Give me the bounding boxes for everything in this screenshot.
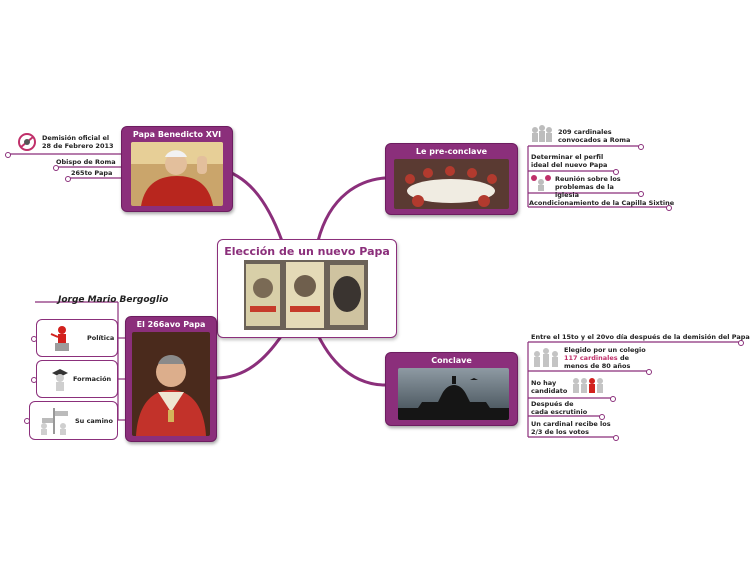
no-sign-icon [18, 133, 36, 151]
note-anchor[interactable] [613, 169, 619, 175]
note-anchor[interactable] [610, 396, 616, 402]
note-anchor[interactable] [638, 144, 644, 150]
camino-label: Su camino [75, 417, 113, 425]
note-demision: Demisión oficial el 28 de Febrero 2013 [42, 134, 114, 150]
topic-conclave[interactable]: Conclave [385, 352, 518, 426]
box-anchor[interactable] [31, 377, 37, 383]
central-title: Elección de un nuevo Papa [224, 245, 390, 258]
branch-preconclave [316, 176, 387, 243]
note-anchor[interactable] [65, 176, 71, 182]
college-icon [534, 348, 558, 367]
note-reunion: Reunión sobre los problemas de la iglesi… [555, 175, 621, 199]
branch-papa266 [214, 333, 284, 380]
papa266-name: Jorge Mario Bergoglio [58, 295, 169, 305]
meeting-icon [531, 175, 551, 191]
note-anchor[interactable] [599, 414, 605, 420]
box-politica[interactable]: Política [36, 319, 118, 357]
graduate-icon [52, 369, 68, 391]
note-elegido-pre: Elegido por un colegio [564, 346, 646, 354]
box-anchor[interactable] [31, 336, 37, 342]
posters-photo [244, 260, 368, 330]
note-anchor[interactable] [638, 191, 644, 197]
topic-papa266[interactable]: El 266avo Papa [125, 316, 217, 442]
topic-benedicto[interactable]: Papa Benedicto XVI [121, 126, 233, 212]
note-nohay: No hay candidato [531, 379, 568, 395]
benedicto-title: Papa Benedicto XVI [132, 130, 222, 139]
note-elegido-post: de [619, 354, 630, 362]
central-topic[interactable]: Elección de un nuevo Papa [217, 239, 397, 338]
note-perfil: Determinar el perfil ideal del nuevo Pap… [531, 153, 608, 169]
note-anchor[interactable] [666, 205, 672, 211]
note-elegido: Elegido por un colegio 117 cardinales de… [564, 346, 646, 370]
note-papa265: 265to Papa [71, 169, 113, 177]
papa266-title: El 266avo Papa [136, 320, 206, 329]
note-anchor[interactable] [5, 152, 11, 158]
box-camino[interactable]: Su camino [29, 401, 118, 440]
branch-conclave [316, 333, 387, 387]
cardinals-group-icon [532, 125, 552, 142]
note-entre: Entre el 15to y el 20vo día después de l… [531, 333, 750, 341]
note-elegido-line2: menos de 80 años [564, 362, 631, 370]
note-anchor[interactable] [738, 340, 744, 346]
note-anchor[interactable] [613, 435, 619, 441]
benedicto-photo [131, 142, 223, 206]
signpost-people-icon [41, 408, 68, 435]
preconclave-photo [394, 159, 509, 209]
note-uncardinal: Un cardinal recibe los 2/3 de los votos [531, 420, 611, 436]
conclave-photo [398, 368, 509, 420]
note-elegido-num: 117 cardinales [564, 354, 618, 362]
box-anchor[interactable] [24, 418, 30, 424]
politica-label: Política [87, 334, 115, 342]
preconclave-title: Le pre-conclave [415, 147, 488, 156]
box-formacion[interactable]: Formación [36, 360, 118, 398]
topic-preconclave[interactable]: Le pre-conclave [385, 143, 518, 215]
note-anchor[interactable] [646, 369, 652, 375]
person-podium-icon [50, 326, 69, 351]
formacion-label: Formación [73, 375, 112, 383]
note-despues: Después de cada escrutinio [531, 400, 588, 416]
note-anchor[interactable] [53, 165, 59, 171]
note-cardinales: 209 cardinales convocados a Roma [558, 128, 631, 144]
candidates-icon [573, 378, 603, 393]
note-capilla: Acondicionamiento de la Capilla Sixtine [529, 199, 675, 207]
note-obispo: Obispo de Roma [56, 158, 116, 166]
conclave-title: Conclave [431, 356, 472, 365]
papa266-photo [132, 332, 210, 436]
